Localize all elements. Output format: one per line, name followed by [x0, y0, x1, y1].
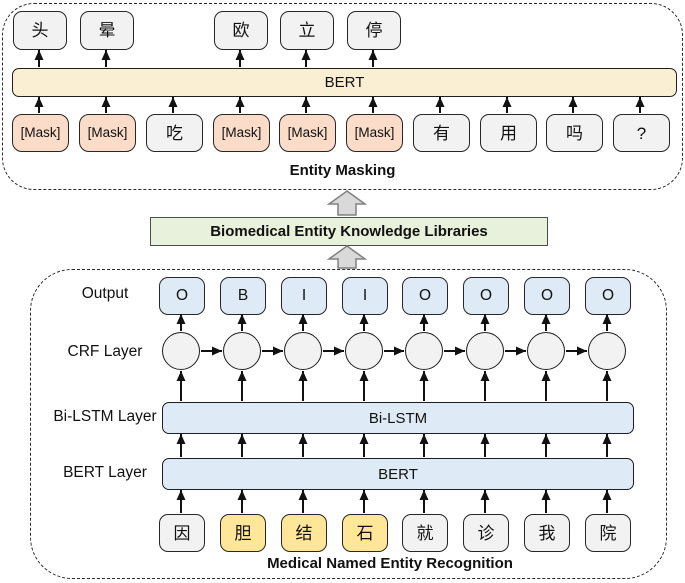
- ner-input-token: 诊: [463, 514, 509, 552]
- ner-output-tag: O: [402, 277, 448, 315]
- token-label: 停: [365, 21, 383, 40]
- input-token: 有: [413, 114, 470, 152]
- knowledge-libraries-label: Biomedical Entity Knowledge Libraries: [210, 223, 488, 240]
- bilstm-bar: Bi-LSTM: [162, 402, 634, 434]
- tag-label: O: [175, 287, 189, 305]
- ner-output-tag: I: [342, 277, 388, 315]
- token-label: 诊: [477, 523, 495, 543]
- masked-input-token: [Mask]: [213, 114, 270, 152]
- ner-output-tag: O: [585, 277, 631, 315]
- token-label: 有: [433, 123, 450, 143]
- token-label: [Mask]: [354, 125, 395, 141]
- ner-output-tag: O: [524, 277, 570, 315]
- tag-label: O: [479, 287, 493, 305]
- token-label: 院: [599, 523, 617, 543]
- token-label: 胆: [234, 523, 252, 543]
- token-label: 石: [356, 523, 374, 543]
- ner-input-token: 因: [159, 514, 205, 552]
- ner-entity-token: 石: [342, 514, 388, 552]
- tag-label: B: [237, 287, 249, 305]
- crf-node: [405, 332, 443, 370]
- entity-masking-panel: [2, 3, 683, 190]
- ner-output-tag: O: [463, 277, 509, 315]
- row-label-bert: BERT Layer: [63, 464, 147, 481]
- input-token: 吃: [146, 114, 203, 152]
- crf-node: [223, 332, 261, 370]
- bert-bar-label: BERT: [324, 74, 365, 91]
- tag-label: O: [418, 287, 432, 305]
- input-token: 吗: [546, 114, 603, 152]
- masked-input-token: [Mask]: [279, 114, 336, 152]
- bert-bar-label: BERT: [378, 465, 418, 483]
- token-label: 我: [538, 523, 556, 543]
- crf-node: [466, 332, 504, 370]
- token-label: 头: [31, 21, 49, 40]
- token-label: [Mask]: [221, 125, 262, 141]
- token-label: 就: [416, 523, 434, 543]
- masked-input-token: [Mask]: [12, 114, 69, 152]
- row-label-crf: CRF Layer: [67, 343, 143, 360]
- masked-input-token: [Mask]: [79, 114, 136, 152]
- crf-node: [527, 332, 565, 370]
- token-label: [Mask]: [287, 125, 328, 141]
- ner-output-tag: I: [281, 277, 327, 315]
- input-token: 用: [480, 114, 537, 152]
- crf-node: [162, 332, 200, 370]
- row-label-output: Output: [81, 285, 129, 302]
- masked-input-token: [Mask]: [346, 114, 403, 152]
- crf-node: [345, 332, 383, 370]
- ner-bert-bar: BERT: [162, 458, 634, 490]
- ner-input-token: 院: [585, 514, 631, 552]
- masking-output-token: 晕: [80, 11, 134, 50]
- masking-bert-bar: BERT: [12, 68, 677, 97]
- token-label: 欧: [232, 21, 250, 40]
- token-label: [Mask]: [20, 125, 61, 141]
- token-label: 晕: [98, 21, 116, 40]
- tag-label: O: [601, 287, 615, 305]
- entity-masking-section-label: Entity Masking: [289, 162, 396, 179]
- tag-label: I: [362, 287, 368, 305]
- row-label-bilstm: Bi-LSTM Layer: [53, 408, 157, 425]
- ner-entity-token: 胆: [220, 514, 266, 552]
- ner-entity-token: 结: [281, 514, 327, 552]
- ner-output-tag: O: [159, 277, 205, 315]
- masking-output-token: 欧: [214, 11, 268, 50]
- token-label: 吗: [566, 123, 583, 143]
- masking-output-token: 头: [13, 11, 67, 50]
- ner-section-label: Medical Named Entity Recognition: [267, 555, 513, 572]
- token-label: 立: [298, 21, 316, 40]
- ner-panel: [30, 269, 667, 579]
- masking-output-token: 停: [347, 11, 401, 50]
- bilstm-bar-label: Bi-LSTM: [368, 409, 428, 427]
- ner-output-tag: B: [220, 277, 266, 315]
- token-label: 结: [295, 523, 313, 543]
- tag-label: I: [301, 287, 307, 305]
- ner-input-token: 就: [402, 514, 448, 552]
- knowledge-libraries-box: Biomedical Entity Knowledge Libraries: [150, 217, 548, 246]
- token-label: 因: [173, 523, 191, 543]
- input-token: ?: [613, 114, 670, 152]
- crf-node: [284, 332, 322, 370]
- ner-input-token: 我: [524, 514, 570, 552]
- token-label: [Mask]: [87, 125, 128, 141]
- masking-output-token: 立: [280, 11, 334, 50]
- token-label: ?: [636, 123, 647, 143]
- token-label: 用: [500, 123, 517, 143]
- crf-node: [588, 332, 626, 370]
- tag-label: O: [540, 287, 554, 305]
- token-label: 吃: [166, 123, 183, 143]
